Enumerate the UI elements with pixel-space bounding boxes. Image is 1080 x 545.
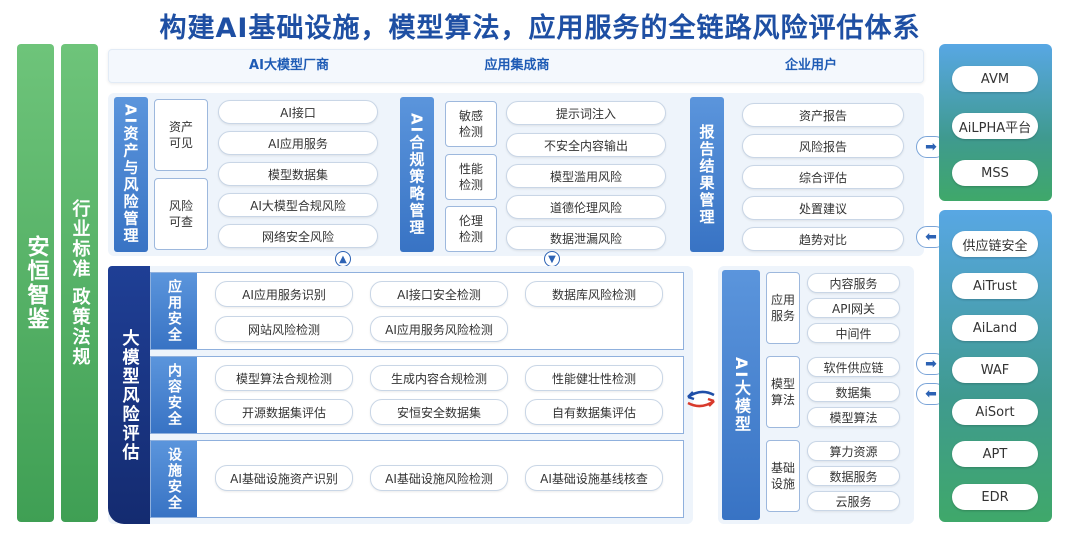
section-app-security-label-bar: 应用安全 [151, 273, 197, 349]
product-avm: AVM [952, 66, 1038, 92]
item-infra-baseline-check: AI基础设施基线核查 [525, 465, 663, 491]
item-infra-asset-identify: AI基础设施资产识别 [215, 465, 353, 491]
item-software-supply-chain: 软件供应链 [807, 357, 900, 377]
item-data-leak: 数据泄漏风险 [506, 226, 666, 250]
stakeholder-integrator: 应用集成商 [484, 58, 550, 73]
category-risk-check: 风险 可查 [154, 178, 208, 250]
category-asset-visible: 资产 可见 [154, 99, 208, 171]
item-website-risk-check: 网站风险检测 [215, 316, 353, 342]
report-label: 报告结果管理 [697, 123, 716, 226]
product-supply-chain-security: 供应链安全 [952, 231, 1038, 257]
section-app-security-label: 应用安全 [166, 279, 182, 343]
product-aisort: AiSort [952, 399, 1038, 425]
item-db-risk-check: 数据库风险检测 [525, 281, 663, 307]
category-performance-detect: 性能 检测 [445, 154, 497, 200]
product-waf: WAF [952, 357, 1038, 383]
sync-arrows-icon [684, 388, 718, 410]
brand-label: 安恒智鉴 [23, 235, 49, 331]
standards-bar: 行业标准 政策法规 [61, 44, 98, 522]
arrow-up-icon: ▲ [335, 251, 351, 267]
category-model-algo: 模型 算法 [766, 356, 800, 428]
section-content-security-label-bar: 内容安全 [151, 357, 197, 433]
ai-model-label: AI大模型 [732, 356, 751, 434]
product-edr: EDR [952, 484, 1038, 510]
product-aitrust: AiTrust [952, 273, 1038, 299]
stakeholder-ai-vendor: AI大模型厂商 [249, 58, 329, 73]
section-infra-security-label: 设施安全 [166, 447, 182, 511]
item-ai-interface: AI接口 [218, 100, 378, 124]
item-disposal-advice: 处置建议 [742, 196, 904, 220]
category-infrastructure: 基础 设施 [766, 440, 800, 512]
item-trend-compare: 趋势对比 [742, 227, 904, 251]
item-model-algorithm: 模型算法 [807, 407, 900, 427]
item-content-service: 内容服务 [807, 273, 900, 293]
section-infra-security-label-bar: 设施安全 [151, 441, 197, 517]
item-ai-compliance-risk: AI大模型合规风险 [218, 193, 378, 217]
asset-risk-label: AI资产与风险管理 [121, 104, 140, 245]
item-network-risk: 网络安全风险 [218, 224, 378, 248]
page-title: 构建AI基础设施，模型算法，应用服务的全链路风险评估体系 [159, 13, 921, 44]
evaluation-label: 大模型风险评估 [118, 328, 139, 462]
item-dataset: 数据集 [807, 382, 900, 402]
item-robustness-check: 性能健壮性检测 [525, 365, 663, 391]
item-ai-app-identify: AI应用服务识别 [215, 281, 353, 307]
item-infra-risk-check: AI基础设施风险检测 [370, 465, 508, 491]
item-risk-report: 风险报告 [742, 134, 904, 158]
item-ai-app-risk-check: AI应用服务风险检测 [370, 316, 508, 342]
item-ai-app-service: AI应用服务 [218, 131, 378, 155]
product-apt: APT [952, 441, 1038, 467]
item-ethics-risk: 道德伦理风险 [506, 195, 666, 219]
section-content-security-label: 内容安全 [166, 363, 182, 427]
category-app-service: 应用 服务 [766, 272, 800, 344]
category-sensitive-detect: 敏感 检测 [445, 101, 497, 147]
item-open-dataset-eval: 开源数据集评估 [215, 399, 353, 425]
item-generated-content-check: 生成内容合规检测 [370, 365, 508, 391]
product-mss: MSS [952, 160, 1038, 186]
stakeholder-row: AI大模型厂商 应用集成商 企业用户 [108, 49, 924, 83]
category-ethics-detect: 伦理 检测 [445, 206, 497, 252]
stakeholder-enterprise: 企业用户 [784, 58, 837, 73]
item-dbappsecurity-dataset: 安恒安全数据集 [370, 399, 508, 425]
report-label-bar: 报告结果管理 [690, 97, 724, 252]
product-ailpha: AiLPHA平台 [952, 113, 1038, 139]
item-asset-report: 资产报告 [742, 103, 904, 127]
item-api-gateway: API网关 [807, 298, 900, 318]
item-middleware: 中间件 [807, 323, 900, 343]
item-prompt-injection: 提示词注入 [506, 101, 666, 125]
item-model-dataset: 模型数据集 [218, 162, 378, 186]
item-cloud-service: 云服务 [807, 491, 900, 511]
ai-model-label-bar: AI大模型 [722, 270, 760, 520]
item-unsafe-output: 不安全内容输出 [506, 133, 666, 157]
brand-bar: 安恒智鉴 [17, 44, 54, 522]
item-own-dataset-eval: 自有数据集评估 [525, 399, 663, 425]
standards-label: 行业标准 政策法规 [69, 198, 91, 368]
arrow-down-icon: ▼ [544, 251, 560, 267]
arrow-left-icon: ⬅ [916, 383, 946, 405]
compliance-label: AI合规策略管理 [407, 112, 426, 237]
compliance-label-bar: AI合规策略管理 [400, 97, 434, 252]
item-compute: 算力资源 [807, 441, 900, 461]
item-ai-interface-check: AI接口安全检测 [370, 281, 508, 307]
evaluation-label-bar: 大模型风险评估 [108, 266, 150, 524]
item-model-abuse: 模型滥用风险 [506, 164, 666, 188]
item-data-service: 数据服务 [807, 466, 900, 486]
product-ailand: AiLand [952, 315, 1038, 341]
item-model-algo-check: 模型算法合规检测 [215, 365, 353, 391]
asset-risk-label-bar: AI资产与风险管理 [114, 97, 148, 252]
item-overall-assessment: 综合评估 [742, 165, 904, 189]
